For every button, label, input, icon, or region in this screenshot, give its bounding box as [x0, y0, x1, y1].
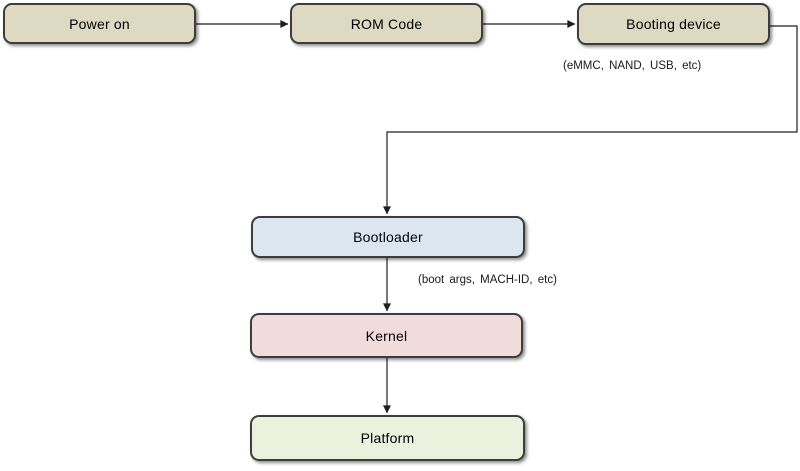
node-kernel: Kernel [250, 313, 523, 358]
node-bootloader: Bootloader [251, 216, 525, 258]
node-platform-label: Platform [360, 430, 415, 446]
node-booting-device: Booting device [577, 3, 770, 45]
node-kernel-label: Kernel [365, 327, 408, 344]
node-power-on-label: Power on [69, 15, 130, 32]
node-bootloader-label: Bootloader [353, 229, 423, 245]
node-power-on: Power on [3, 3, 196, 44]
node-booting-device-label: Booting device [626, 16, 721, 32]
node-platform: Platform [250, 415, 525, 461]
kernel-args-note: (boot args, MACH-ID, etc) [418, 274, 557, 286]
connector-booting-device-to-bootloader [383, 25, 798, 215]
node-rom-code: ROM Code [290, 3, 483, 44]
node-rom-code-label: ROM Code [350, 15, 423, 32]
booting-device-note: (eMMC, NAND, USB, etc) [563, 60, 702, 72]
